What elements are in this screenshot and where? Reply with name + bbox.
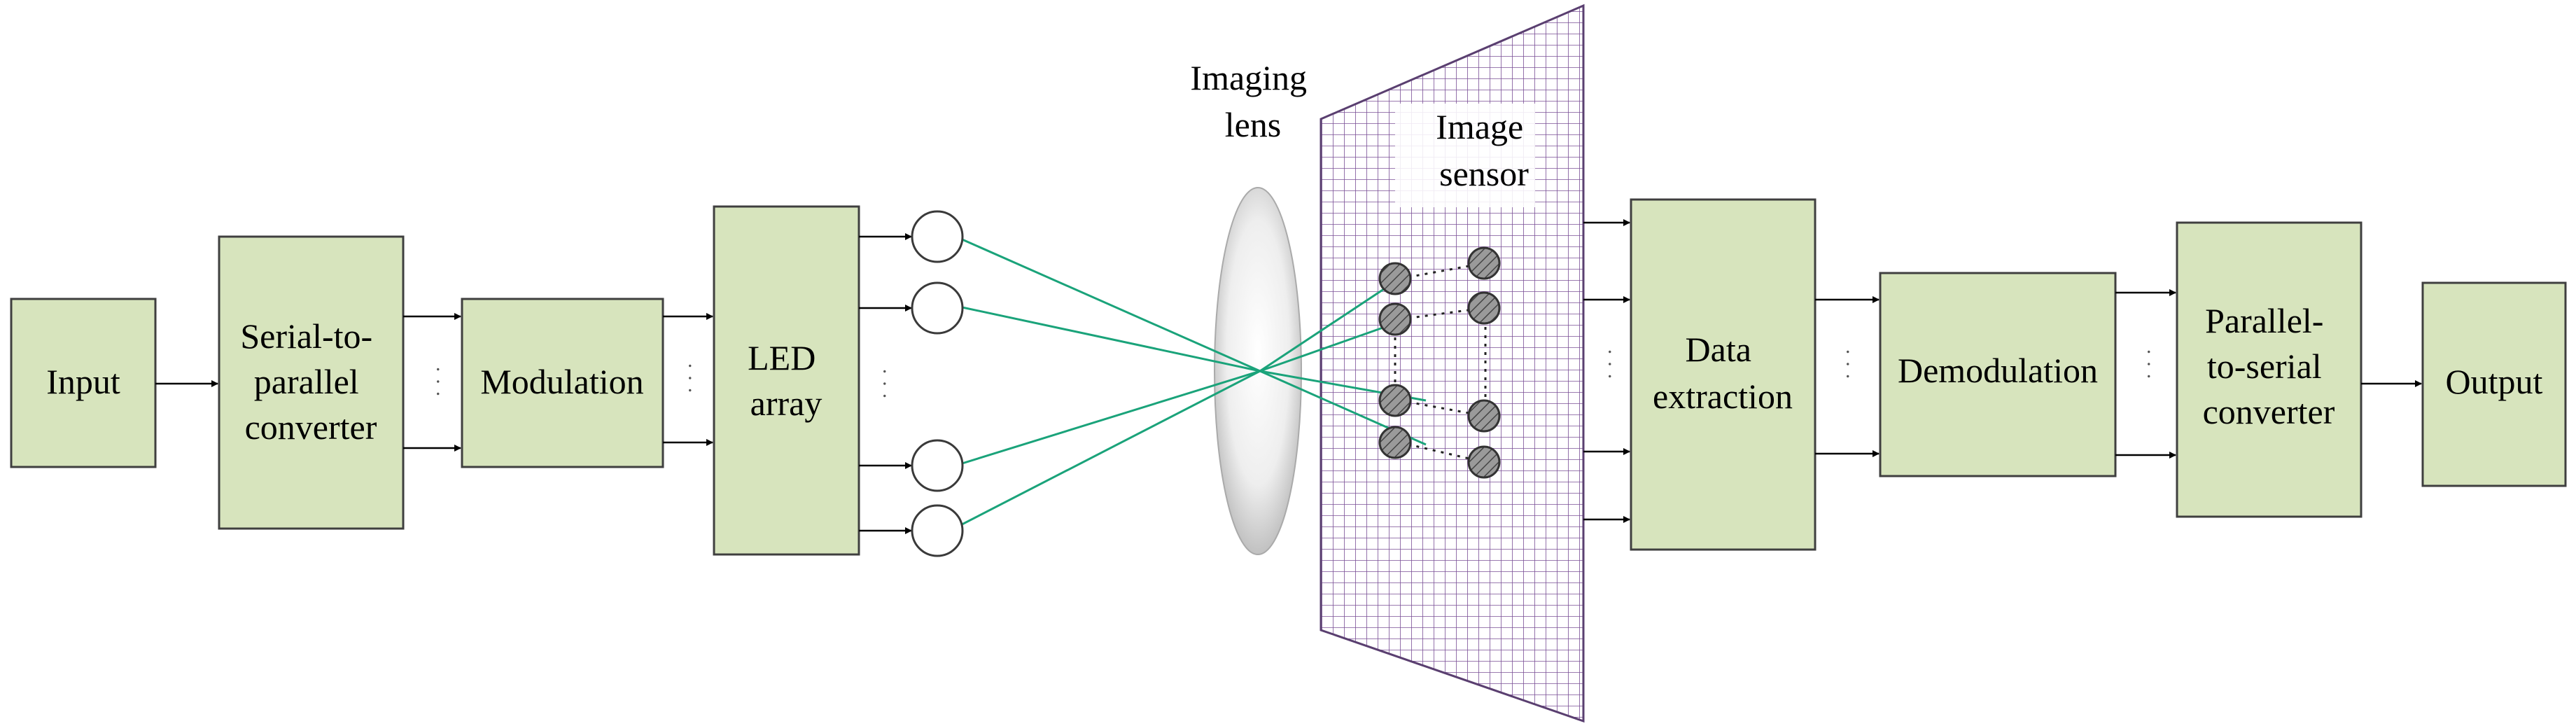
connector-arrows — [155, 219, 2422, 534]
led-array-block: LED array — [713, 205, 860, 556]
ellipsis: · · · — [678, 363, 701, 394]
demodulation-label: Demodulation — [1898, 351, 2098, 390]
pixel-spot — [1378, 384, 1412, 417]
serial-to-parallel-block: Serial-to- parallel converter — [218, 235, 405, 530]
parallel-to-serial-block: Parallel- to-serial converter — [2176, 221, 2362, 518]
pixel-spot — [1378, 262, 1412, 295]
data-extraction-block: Data extraction — [1630, 198, 1816, 551]
led-array-label: LED array — [748, 338, 825, 423]
ellipsis: · · · — [1598, 349, 1621, 380]
demodulation-block: Demodulation — [1879, 272, 2117, 477]
ellipsis: · · · — [2137, 349, 2160, 380]
modulation-block: Modulation — [461, 298, 664, 468]
pixel-spot — [1378, 426, 1412, 459]
data-extraction-label: Data extraction — [1653, 330, 1793, 416]
ellipsis: · · · — [873, 368, 896, 400]
led-emitter — [911, 210, 964, 263]
s2p-label: Serial-to- parallel converter — [240, 316, 381, 447]
pixel-spot — [1467, 291, 1501, 325]
output-block: Output — [2421, 281, 2567, 487]
ellipsis: · · · — [426, 366, 449, 398]
pixel-spot — [1378, 302, 1412, 336]
ellipsis: · · · — [1836, 349, 1859, 380]
led-emitter — [911, 504, 964, 557]
input-block: Input — [10, 298, 157, 468]
led-emitter — [911, 281, 964, 335]
pixel-spot — [1467, 445, 1501, 479]
pixel-spot — [1467, 399, 1501, 433]
ellipsis-marks: · · · · · · · · · · · · · · · · · · — [426, 349, 2160, 400]
sensor-pixels — [1378, 246, 1501, 479]
pixel-spot — [1467, 246, 1501, 280]
output-label: Output — [2446, 362, 2543, 401]
image-sensor — [1320, 4, 1585, 723]
led-emitter — [911, 439, 964, 492]
p2s-label: Parallel- to-serial converter — [2203, 301, 2335, 431]
imaging-lens-label: Imaging lens — [1190, 58, 1315, 144]
modulation-label: Modulation — [480, 362, 643, 401]
image-sensor-label: Image sensor — [1436, 107, 1532, 193]
led-emitters — [911, 210, 964, 557]
input-label: Input — [46, 362, 120, 401]
